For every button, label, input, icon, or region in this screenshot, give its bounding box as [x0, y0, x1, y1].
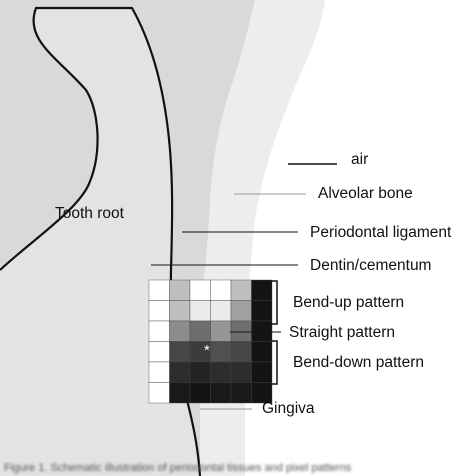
pixel-cell	[230, 382, 252, 404]
pixel-cell	[169, 341, 191, 363]
pixel-cell	[251, 300, 273, 322]
pixel-cell	[210, 279, 232, 301]
pixel-cell	[148, 382, 170, 404]
pixel-cell	[230, 279, 252, 301]
pixel-cell	[210, 382, 232, 404]
pixel-cell	[148, 341, 170, 363]
pixel-cell	[230, 320, 252, 342]
bend-up-bracket	[271, 280, 278, 325]
pixel-cell	[230, 361, 252, 383]
label-gingiva: Gingiva	[262, 400, 315, 417]
label-bend-down-pattern: Bend-down pattern	[293, 354, 424, 371]
pixel-cell	[230, 341, 252, 363]
pixel-cell	[210, 300, 232, 322]
pixel-cell	[169, 320, 191, 342]
pixel-cell	[251, 320, 273, 342]
pixel-cell	[230, 300, 252, 322]
pixel-cell	[251, 341, 273, 363]
bend-down-bracket	[271, 340, 278, 385]
center-pixel-star: *	[204, 342, 210, 359]
label-dentin-cementum: Dentin/cementum	[310, 257, 432, 274]
pixel-cell	[169, 382, 191, 404]
label-air: air	[351, 151, 369, 168]
pixel-cell	[251, 382, 273, 404]
pixel-cell	[210, 361, 232, 383]
pixel-cell	[251, 279, 273, 301]
pixel-cell	[189, 320, 211, 342]
pixel-cell	[189, 361, 211, 383]
label-alveolar-bone: Alveolar bone	[318, 185, 413, 202]
label-tooth-root: Tooth root	[55, 205, 124, 222]
pixel-cell	[148, 361, 170, 383]
label-periodontal-ligament: Periodontal ligament	[310, 224, 452, 241]
pixel-cell	[189, 300, 211, 322]
pixel-cell	[169, 279, 191, 301]
pixel-cell	[148, 279, 170, 301]
label-bend-up-pattern: Bend-up pattern	[293, 294, 405, 311]
pixel-cell	[169, 361, 191, 383]
pixel-cell	[251, 361, 273, 383]
label-straight-pattern: Straight pattern	[289, 324, 395, 341]
pixel-cell	[148, 300, 170, 322]
pixel-pattern-grid	[148, 279, 273, 404]
pixel-cell	[210, 341, 232, 363]
pixel-cell	[210, 320, 232, 342]
pixel-cell	[148, 320, 170, 342]
pixel-cell	[169, 300, 191, 322]
pixel-cell	[189, 279, 211, 301]
figure-caption: Figure 1. Schematic illustration of peri…	[4, 462, 352, 474]
pixel-cell	[189, 382, 211, 404]
